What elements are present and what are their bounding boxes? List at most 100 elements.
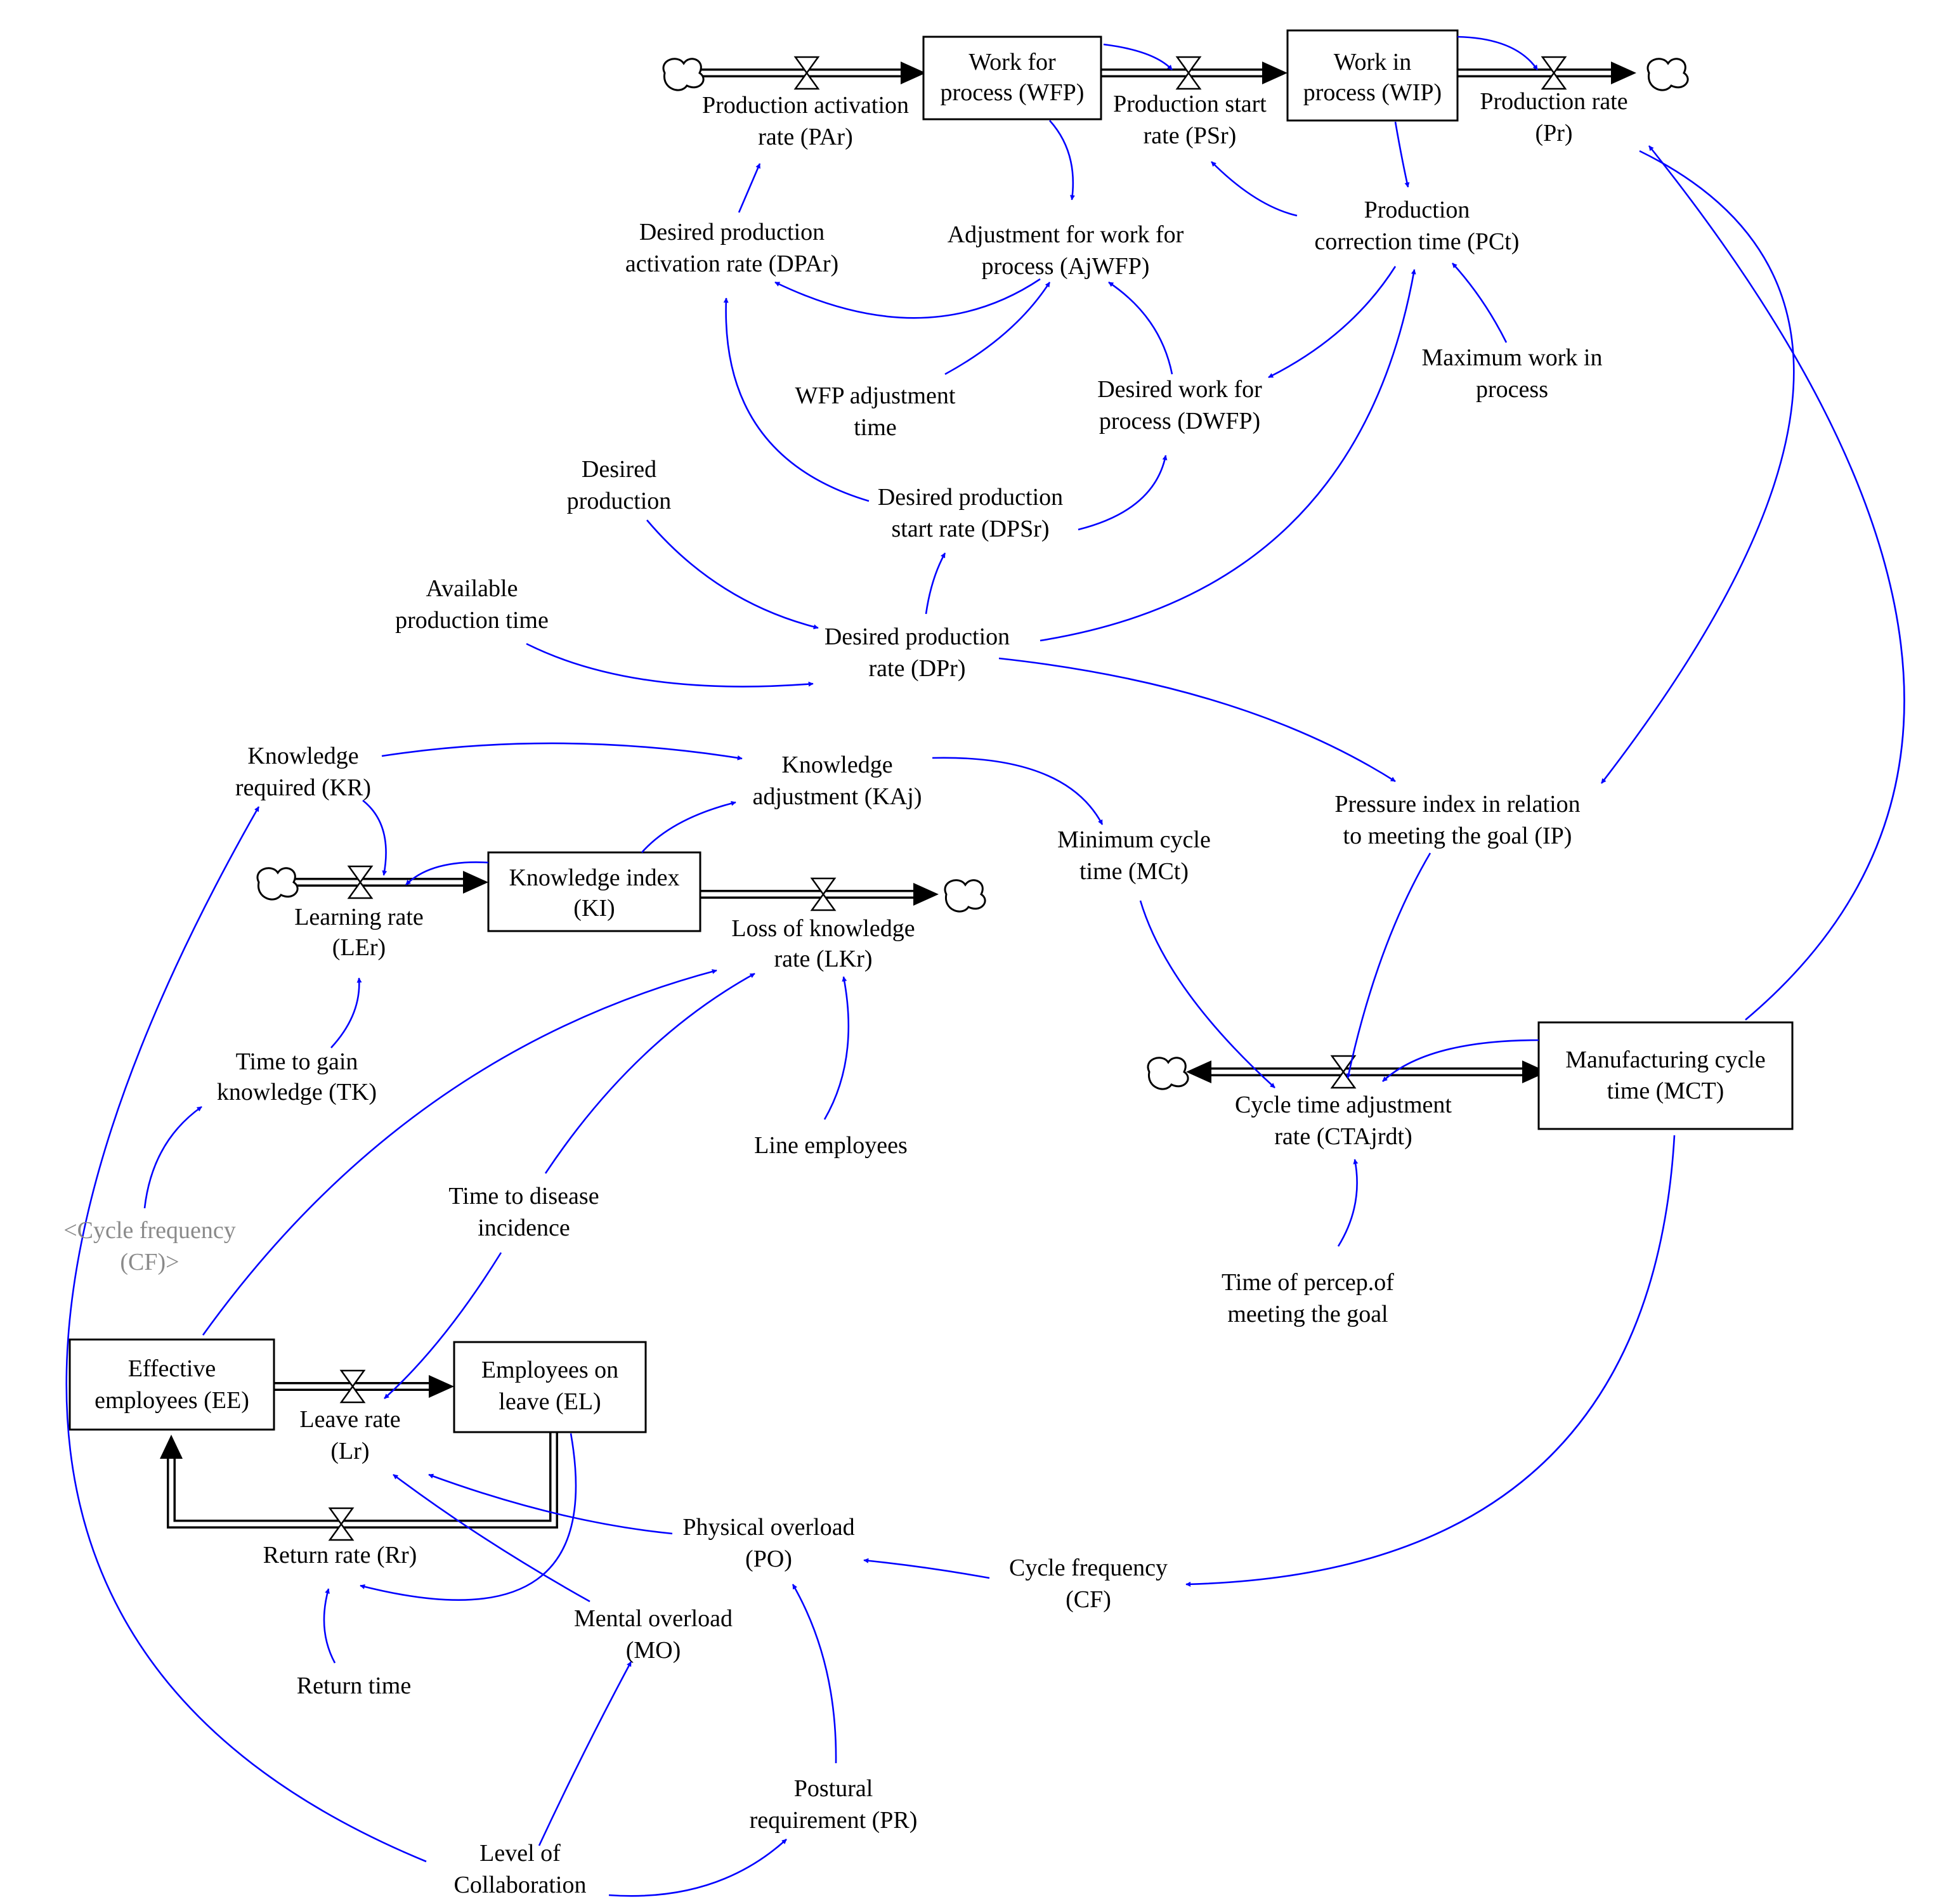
link-maxwip-to-pct [1452,263,1508,343]
var-label-dpar: Desired production [639,219,825,245]
stock-wfp [922,36,1102,121]
var-label-perception: meeting the goal [1227,1301,1388,1327]
source-cloud-icon [662,58,705,91]
stock-label-ee: Effective [128,1355,216,1382]
link-kr-to-ler [362,799,388,876]
flow-label-pr: (Pr) [1535,120,1572,147]
pipe-arrowhead [1262,62,1288,84]
var-label-wfp-adj: WFP adjustment [795,382,956,409]
var-label-dpsr: Desired production [878,484,1063,511]
var-label-dpr: rate (DPr) [869,655,966,682]
link-return-time-to-rr [323,1588,336,1664]
link-pr-posture-to-po [792,1584,837,1764]
flow-label-psr: rate (PSr) [1144,122,1237,149]
var-label-available-time: Available [426,575,518,602]
var-label-dpsr: start rate (DPSr) [891,516,1049,542]
var-label-mct-min: time (MCt) [1079,858,1189,885]
flow-label-lkr: rate (LKr) [774,946,872,972]
stock-wip [1286,29,1459,122]
var-label-perception: Time of percep.of [1222,1269,1394,1296]
stock-mct [1537,1021,1794,1130]
stock-label-ki: (KI) [573,895,615,922]
var-label-kaj: Knowledge [781,752,892,778]
flow-label-ler: (LEr) [332,934,386,961]
pipe-return-rate-core [169,1430,556,1527]
link-ee-to-lkr [202,968,717,1336]
pipe-arrowhead [1186,1060,1211,1083]
valve-icon [1175,56,1202,90]
var-label-collab: Collaboration [454,1872,587,1898]
var-label-ajwfp: process (AjWFP) [982,253,1150,280]
flow-pipes [160,62,1636,1529]
flow-label-par: Production activation [702,92,909,119]
var-label-mct-min: Minimum cycle [1057,826,1211,853]
var-label-maxwip: Maximum work in [1422,344,1603,371]
var-label-po: (PO) [745,1546,792,1572]
var-label-ip: Pressure index in relation [1334,791,1580,818]
pipe-arrowhead [1611,62,1636,84]
link-disease-to-lr [384,1252,502,1399]
link-ki-to-kaj [641,800,736,853]
pipe-arrowhead [160,1435,183,1459]
var-label-pct: Production [1364,197,1470,223]
flow-label-rr: Return rate (Rr) [263,1542,417,1568]
flow-label-lkr: Loss of knowledge [731,915,915,942]
pipe-arrowhead [429,1375,454,1398]
source-cloud-icon [256,867,299,901]
var-label-pct: correction time (PCt) [1315,228,1520,255]
stock-label-mct: Manufacturing cycle [1565,1047,1765,1073]
link-wip-to-pct [1394,121,1410,188]
link-mct-to-cf [1185,1135,1676,1587]
stock-label-el: leave (EL) [499,1388,601,1415]
link-cf-to-po [863,1558,990,1579]
link-wfpadj-to-ajwfp [944,282,1051,375]
link-dpr-to-pct [1040,269,1416,642]
var-label-wfp-adj: time [854,414,897,441]
link-line-employees-to-lkr [823,976,850,1120]
link-disease-to-lkr [544,972,755,1174]
valve-icon [793,56,820,90]
link-pct-to-psr [1211,161,1298,217]
link-mct-to-pr [1648,145,1905,1020]
link-available-time-to-dpr [526,642,814,688]
flow-label-pr: Production rate [1480,88,1627,115]
flow-label-lr: (Lr) [330,1438,369,1464]
link-ki-to-ler [405,861,489,885]
valve-icon [810,877,837,911]
stock-label-wip: Work in [1334,49,1412,75]
stock-label-mct: time (MCT) [1607,1078,1725,1104]
link-collab-to-pr-posture [608,1839,787,1897]
valve-icon [328,1507,355,1541]
valves [328,56,1567,1541]
sink-cloud-icon [1646,58,1689,91]
stock-label-ki: Knowledge index [509,864,679,891]
valve-icon [339,1369,366,1404]
var-label-ip: to meeting the goal (IP) [1343,823,1572,849]
flow-label-par: rate (PAr) [758,124,853,150]
link-mct-min-to-ctajrdt [1139,900,1275,1088]
link-pr-to-ip [1600,150,1795,784]
link-cf-shadow-to-tk [143,1105,202,1209]
var-label-maxwip: process [1476,376,1548,403]
stock-label-el: Employees on [481,1357,618,1383]
link-kr-to-kaj [381,742,743,760]
link-el-to-rr [360,1433,577,1601]
sink-cloud-icon [1147,1057,1189,1090]
stock-el [453,1341,647,1433]
var-label-kr: Knowledge [247,743,358,769]
var-label-disease: Time to disease [448,1183,599,1210]
var-label-dwfp: Desired work for [1097,376,1262,403]
stock-ki [487,851,701,932]
var-label-line-employees: Line employees [754,1132,908,1159]
link-mct-to-ctajrdt [1382,1039,1539,1082]
flow-label-lr: Leave rate [299,1406,400,1433]
var-label-mo: (MO) [626,1637,681,1664]
link-pct-to-dwfp [1268,266,1397,379]
pipe-arrowhead [1522,1060,1548,1083]
var-label-cf: (CF) [1066,1586,1111,1613]
var-label-desired-production: production [567,488,672,514]
link-wip-to-pr [1457,36,1539,70]
link-mo-to-lr [393,1473,590,1603]
link-kaj-to-mct-min [932,757,1104,825]
